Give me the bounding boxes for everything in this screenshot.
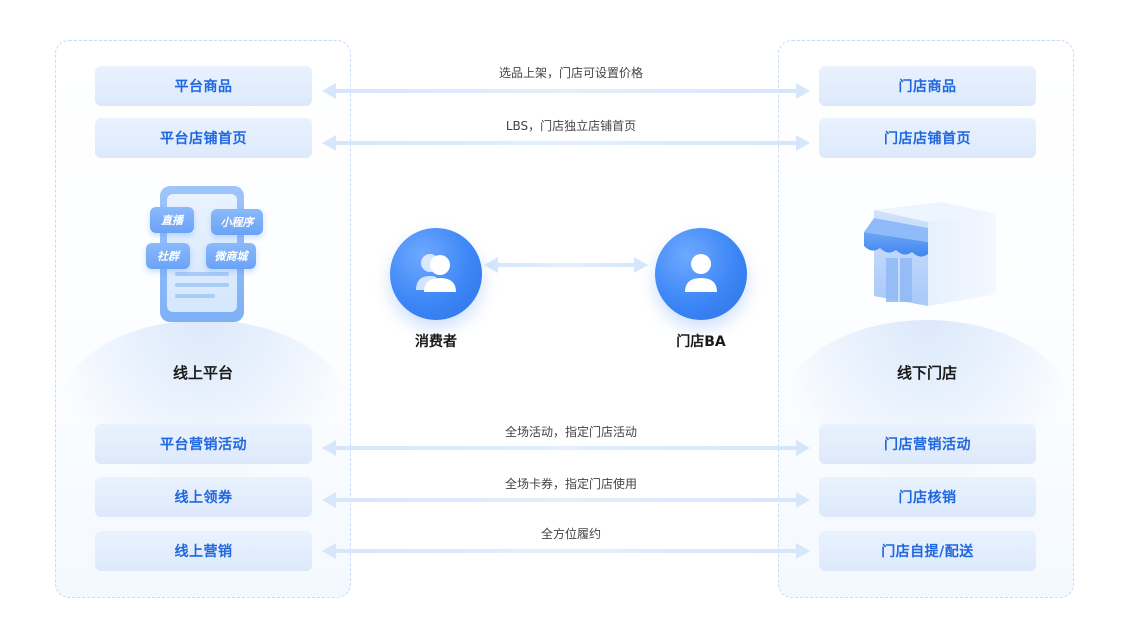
arrow-fulfillment <box>322 543 810 559</box>
box-store-goods: 门店商品 <box>819 66 1036 106</box>
tag-live: 直播 <box>150 207 194 233</box>
offline-store-title: 线下门店 <box>896 364 957 382</box>
arrow-label-goods: 选品上架，门店可设置价格 <box>498 66 643 80</box>
store-icon <box>864 202 1026 306</box>
arrow-coupon <box>322 492 810 508</box>
arrow-homepage <box>322 135 810 151</box>
box-online-marketing: 线上营销 <box>95 531 312 571</box>
box-platform-marketing: 平台营销活动 <box>95 424 312 464</box>
box-platform-goods: 平台商品 <box>95 66 312 106</box>
arrow-label-fulfillment: 全方位履约 <box>540 527 601 541</box>
store-ba-avatar <box>655 228 747 320</box>
box-store-verification: 门店核销 <box>819 477 1036 517</box>
arrow-marketing <box>322 440 810 456</box>
box-online-coupon: 线上领券 <box>95 477 312 517</box>
consumer-label: 消费者 <box>415 334 457 350</box>
phone-line <box>175 272 229 276</box>
arrow-consumer-ba <box>484 257 648 273</box>
arrow-label-homepage: LBS，门店独立店铺首页 <box>505 119 637 133</box>
box-store-pickup-delivery: 门店自提/配送 <box>819 531 1036 571</box>
arrow-goods <box>322 83 810 99</box>
user-icon <box>685 254 717 292</box>
box-store-marketing: 门店营销活动 <box>819 424 1036 464</box>
box-platform-homepage: 平台店铺首页 <box>95 118 312 158</box>
store-ba-label: 门店BA <box>676 334 726 350</box>
arrow-label-marketing: 全场活动，指定门店活动 <box>504 425 637 439</box>
users-icon <box>416 254 456 292</box>
online-platform-title: 线上平台 <box>172 364 233 382</box>
arrow-label-coupon: 全场卡券，指定门店使用 <box>504 477 637 491</box>
tag-community: 社群 <box>146 243 190 269</box>
tag-micro-mall: 微商城 <box>206 243 256 269</box>
phone-line <box>175 294 215 298</box>
consumer-avatar <box>390 228 482 320</box>
tag-mini-program: 小程序 <box>211 209 263 235</box>
box-store-homepage: 门店店铺首页 <box>819 118 1036 158</box>
phone-line <box>175 283 229 287</box>
